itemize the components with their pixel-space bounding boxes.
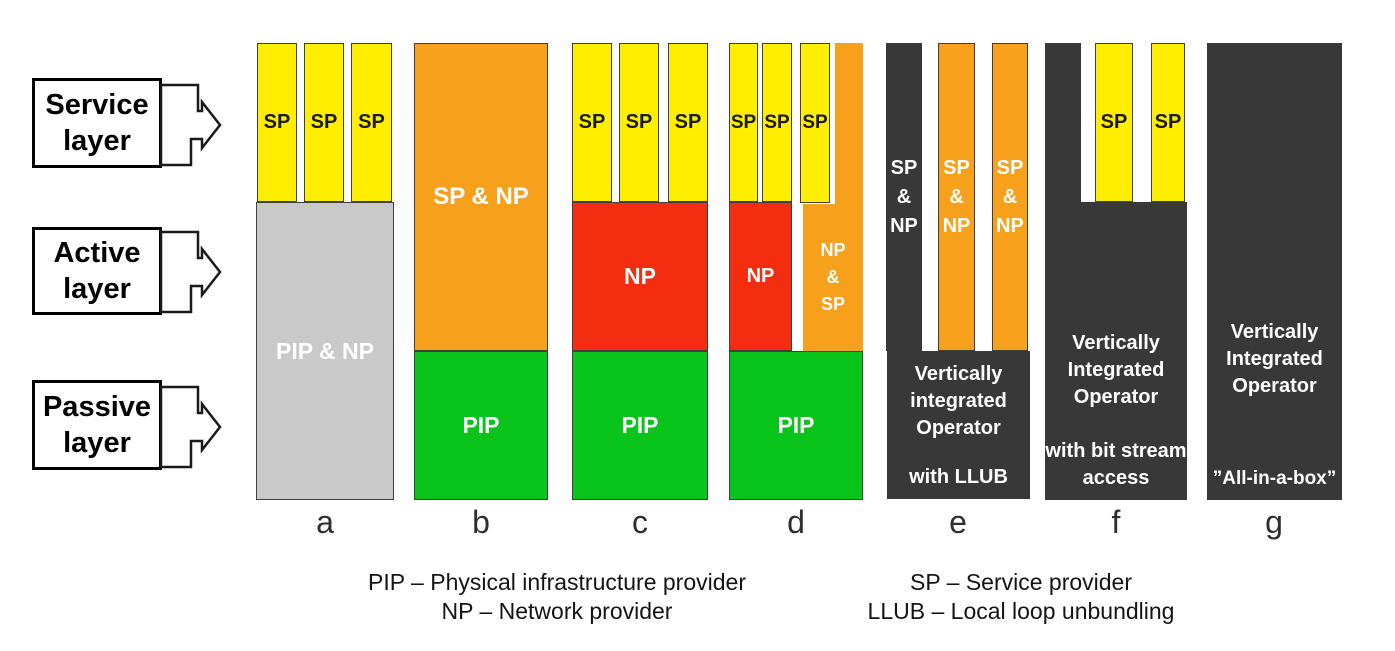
col-e-sp-np-column-3: SP & NP bbox=[992, 43, 1028, 351]
col-d-pip-box: PIP bbox=[729, 351, 863, 500]
col-f-operator-column bbox=[1045, 43, 1081, 203]
column-letter-c: c bbox=[632, 504, 648, 540]
layer-arrow-icon bbox=[160, 385, 222, 469]
layer-arrow-icon bbox=[160, 83, 222, 167]
col-e-sp-np-column-1: SP & NP bbox=[886, 43, 922, 351]
col-c-sp-1: SP bbox=[572, 43, 612, 202]
col-g-operator-subtext: ”All-in-a-box” bbox=[1212, 468, 1337, 490]
col-g-operator-box: Vertically Integrated Operator ”All-in-a… bbox=[1207, 43, 1342, 500]
col-d-sp-3: SP bbox=[800, 43, 830, 203]
col-g-operator-text: Vertically Integrated Operator bbox=[1226, 321, 1323, 397]
col-e-operator-subtext: with LLUB bbox=[909, 466, 1008, 488]
col-f-operator-text: Vertically Integrated Operator bbox=[1067, 332, 1165, 408]
column-letter-e: e bbox=[949, 504, 967, 540]
col-c-np-box: NP bbox=[572, 202, 708, 351]
legend-sp: SP – Service provider bbox=[909, 569, 1132, 595]
col-d-sp-1: SP bbox=[729, 43, 758, 202]
col-a-sp-2: SP bbox=[304, 43, 344, 202]
column-letter-a: a bbox=[316, 504, 334, 540]
passive-layer-label: Passive layer bbox=[42, 390, 152, 459]
col-a-pip-np-box: PIP & NP bbox=[256, 202, 394, 500]
col-a-sp-1: SP bbox=[257, 43, 297, 202]
col-e-operator-text: Vertically integrated Operator bbox=[910, 363, 1007, 439]
service-layer-label: Service layer bbox=[45, 88, 149, 157]
layer-arrow-icon bbox=[160, 230, 222, 314]
legend-np: NP – Network provider bbox=[441, 598, 673, 624]
col-c-sp-2: SP bbox=[619, 43, 659, 202]
col-b-pip-box: PIP bbox=[414, 351, 548, 500]
legend-pip: PIP – Physical infrastructure provider bbox=[368, 569, 746, 595]
col-f-operator-subtext: with bit stream access bbox=[1045, 440, 1187, 489]
col-e-operator-box: Vertically integrated Operator with LLUB bbox=[887, 351, 1030, 499]
active-layer-label-box: Active layer bbox=[32, 227, 162, 315]
col-d-np-box: NP bbox=[729, 202, 792, 351]
col-b-sp-np-box: SP & NP bbox=[414, 43, 548, 351]
col-d-sp-2: SP bbox=[762, 43, 792, 202]
col-a-sp-3: SP bbox=[351, 43, 392, 202]
col-c-pip-box: PIP bbox=[572, 351, 708, 500]
col-c-sp-3: SP bbox=[668, 43, 708, 202]
column-letter-g: g bbox=[1265, 504, 1283, 540]
col-f-sp-1: SP bbox=[1095, 43, 1133, 202]
passive-layer-label-box: Passive layer bbox=[32, 380, 162, 470]
col-e-sp-np-column-2: SP & NP bbox=[938, 43, 975, 351]
column-letter-b: b bbox=[472, 504, 490, 540]
column-letter-f: f bbox=[1111, 504, 1121, 540]
service-layer-label-box: Service layer bbox=[32, 78, 162, 168]
col-f-operator-box: Vertically Integrated Operator with bit … bbox=[1045, 202, 1187, 500]
column-letter-d: d bbox=[787, 504, 805, 540]
col-f-sp-2: SP bbox=[1151, 43, 1185, 202]
active-layer-label: Active layer bbox=[53, 236, 141, 305]
legend-llub: LLUB – Local loop unbundling bbox=[867, 598, 1175, 624]
